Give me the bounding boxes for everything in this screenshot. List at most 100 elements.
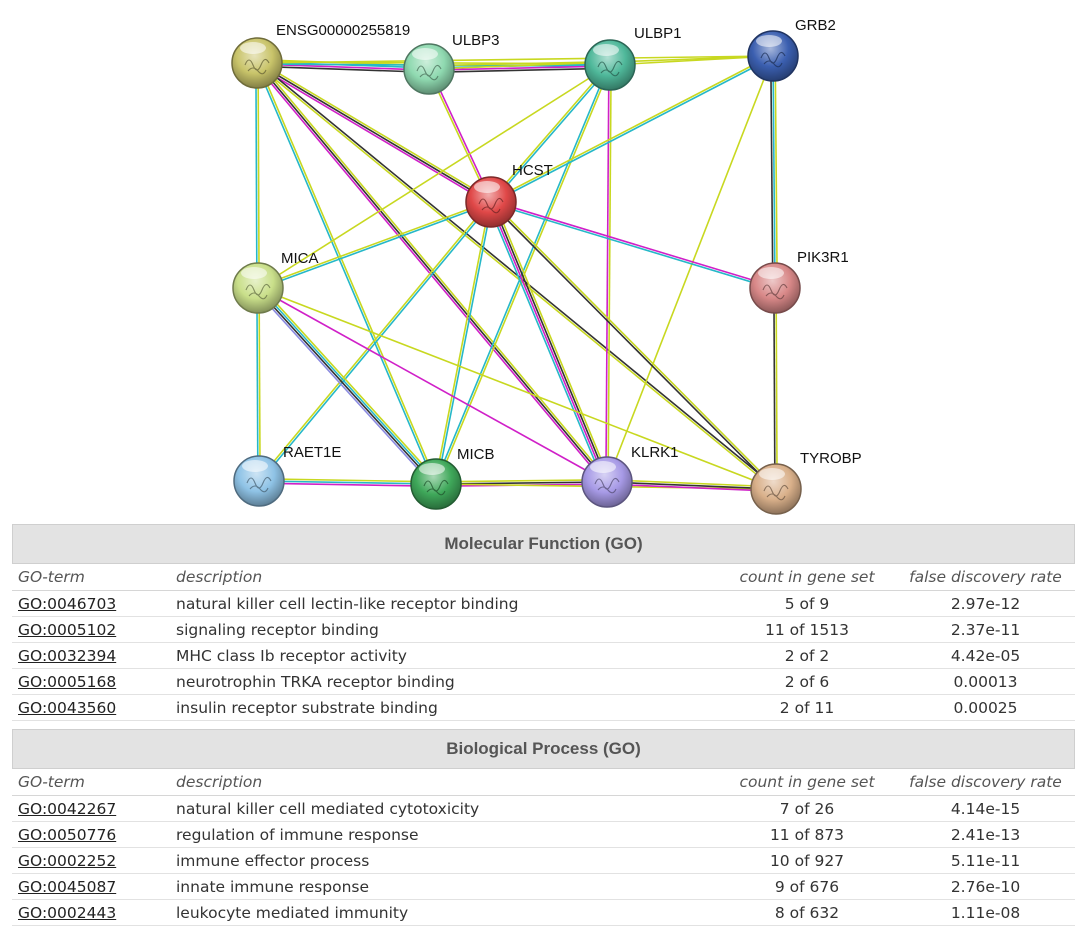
node-label: GRB2 — [795, 17, 836, 34]
edge-evidence-line — [606, 55, 774, 483]
protein-node-TYROBP[interactable]: TYROBP — [750, 450, 862, 515]
protein-node-HCST[interactable]: HCST — [465, 162, 553, 228]
node-highlight — [474, 181, 500, 193]
node-label: PIK3R1 — [797, 249, 849, 266]
go-term-link[interactable]: GO:0042267 — [12, 795, 170, 822]
edge-ENSG00000255819-MICB — [255, 62, 438, 485]
edge-KLRK1-TYROBP — [606, 479, 777, 492]
node-label: ULBP3 — [452, 32, 500, 49]
edge-evidence-line — [258, 480, 437, 485]
edge-evidence-line — [429, 67, 611, 74]
edge-evidence-line — [491, 201, 609, 482]
false-discovery-rate: 2.37e-11 — [896, 616, 1075, 643]
go-term-link[interactable]: GO:0046703 — [12, 590, 170, 617]
edge-evidence-line — [489, 202, 776, 491]
gene-count: 10 of 927 — [718, 847, 896, 874]
go-description: natural killer cell lectin-like receptor… — [170, 590, 718, 617]
edge-GRB2-PIK3R1 — [770, 55, 778, 289]
table-header-row: GO-term description count in gene set fa… — [12, 769, 1075, 796]
edge-evidence-line — [609, 55, 774, 66]
edge-evidence-line — [491, 200, 778, 489]
go-term-link[interactable]: GO:0005168 — [12, 668, 170, 695]
edge-evidence-line — [259, 478, 437, 483]
protein-node-RAET1E[interactable]: RAET1E — [233, 444, 341, 507]
edge-HCST-RAET1E — [257, 200, 493, 483]
false-discovery-rate: 4.42e-05 — [896, 642, 1075, 669]
edge-evidence-line — [255, 63, 776, 491]
protein-structure-icon — [246, 476, 272, 493]
protein-node-MICB[interactable]: MICB — [410, 446, 495, 510]
go-term-link[interactable]: GO:0032394 — [12, 642, 170, 669]
go-term-link[interactable]: GO:0005102 — [12, 616, 170, 643]
gene-count: 9 of 676 — [718, 873, 896, 900]
protein-node-KLRK1[interactable]: KLRK1 — [581, 444, 679, 508]
go-term-link[interactable]: GO:0002252 — [12, 847, 170, 874]
edge-evidence-line — [256, 62, 492, 203]
false-discovery-rate: 2.97e-12 — [896, 590, 1075, 617]
protein-node-ULBP3[interactable]: ULBP3 — [403, 32, 500, 95]
edge-MICA-KLRK1 — [257, 287, 608, 483]
edge-MICA-RAET1E — [256, 287, 261, 482]
go-term-link[interactable]: GO:0045087 — [12, 873, 170, 900]
edge-evidence-line — [491, 65, 612, 204]
node-label: RAET1E — [283, 444, 341, 461]
biological-process-table: GO-term description count in gene set fa… — [12, 769, 1075, 926]
edge-evidence-line — [259, 285, 440, 483]
gene-count: 8 of 632 — [718, 899, 896, 926]
edge-ENSG00000255819-GRB2 — [256, 55, 774, 64]
column-header-go-term: GO-term — [12, 769, 170, 796]
false-discovery-rate: 0.00025 — [896, 694, 1075, 721]
edge-evidence-line — [436, 202, 493, 485]
go-term-link[interactable]: GO:0002443 — [12, 899, 170, 926]
edge-HCST-PIK3R1 — [490, 200, 776, 290]
column-header-description: description — [170, 564, 718, 591]
protein-node-MICA[interactable]: MICA — [232, 250, 319, 314]
false-discovery-rate: 4.14e-15 — [896, 795, 1075, 822]
edge-GRB2-HCST — [490, 54, 774, 204]
protein-node-ULBP1[interactable]: ULBP1 — [584, 25, 682, 91]
go-description: regulation of immune response — [170, 821, 718, 848]
edge-evidence-line — [770, 56, 774, 289]
false-discovery-rate: 1.11e-08 — [896, 899, 1075, 926]
edge-RAET1E-MICB — [258, 478, 437, 487]
go-term-link[interactable]: GO:0050776 — [12, 821, 170, 848]
edge-GRB2-KLRK1 — [606, 55, 774, 483]
gene-count: 2 of 2 — [718, 642, 896, 669]
protein-node-ENSG00000255819[interactable]: ENSG00000255819 — [231, 22, 410, 89]
protein-node-GRB2[interactable]: GRB2 — [747, 17, 836, 82]
edge-evidence-line — [775, 287, 778, 489]
node-highlight — [758, 267, 784, 279]
gene-count: 5 of 9 — [718, 590, 896, 617]
edge-evidence-line — [254, 289, 435, 487]
protein-structure-icon — [245, 283, 271, 300]
protein-structure-icon — [423, 479, 449, 496]
go-description: innate immune response — [170, 873, 718, 900]
column-header-fdr: false discovery rate — [896, 769, 1075, 796]
go-term-link[interactable]: GO:0043560 — [12, 694, 170, 721]
edge-evidence-line — [255, 64, 491, 205]
edge-evidence-line — [258, 61, 610, 482]
go-description: neurotrophin TRKA receptor binding — [170, 668, 718, 695]
edge-ENSG00000255819-HCST — [255, 60, 493, 205]
node-label: ENSG00000255819 — [276, 22, 410, 39]
edge-evidence-line — [255, 63, 258, 289]
edge-evidence-line — [256, 55, 774, 64]
protein-structure-icon — [763, 484, 789, 501]
edge-evidence-line — [257, 62, 260, 288]
gene-count: 11 of 1513 — [718, 616, 896, 643]
edge-evidence-line — [491, 200, 776, 288]
node-highlight — [759, 468, 785, 480]
go-description: insulin receptor substrate binding — [170, 694, 718, 721]
false-discovery-rate: 0.00013 — [896, 668, 1075, 695]
table-header-row: GO-term description count in gene set fa… — [12, 564, 1075, 591]
node-label: TYROBP — [800, 450, 862, 467]
node-highlight — [242, 460, 268, 472]
protein-node-PIK3R1[interactable]: PIK3R1 — [749, 249, 849, 314]
biological-process-title: Biological Process (GO) — [12, 729, 1075, 769]
edge-evidence-line — [258, 286, 438, 484]
edge-evidence-line — [257, 60, 493, 201]
